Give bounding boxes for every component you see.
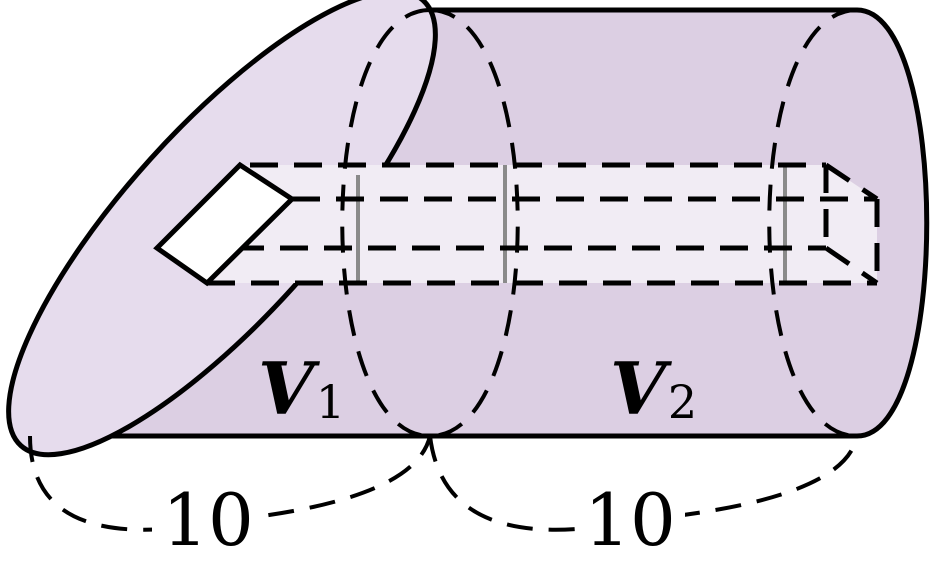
middle-cross-section-back — [340, 8, 431, 438]
hole-opening — [153, 161, 296, 287]
length-left-bg — [152, 482, 262, 552]
length-right-bg — [575, 482, 685, 552]
length-right: 10 — [584, 478, 676, 562]
hole-hidden-sections — [356, 165, 787, 283]
square-hole-prism — [157, 165, 877, 283]
right-end-hidden — [767, 8, 858, 438]
length-left: 10 — [162, 478, 254, 562]
middle-cross-section — [429, 8, 520, 438]
hidden-circles — [340, 8, 858, 438]
label-v1: V1 — [258, 346, 345, 431]
cylinder-right-end-visible — [856, 7, 930, 439]
label-v2: V2 — [610, 346, 697, 431]
